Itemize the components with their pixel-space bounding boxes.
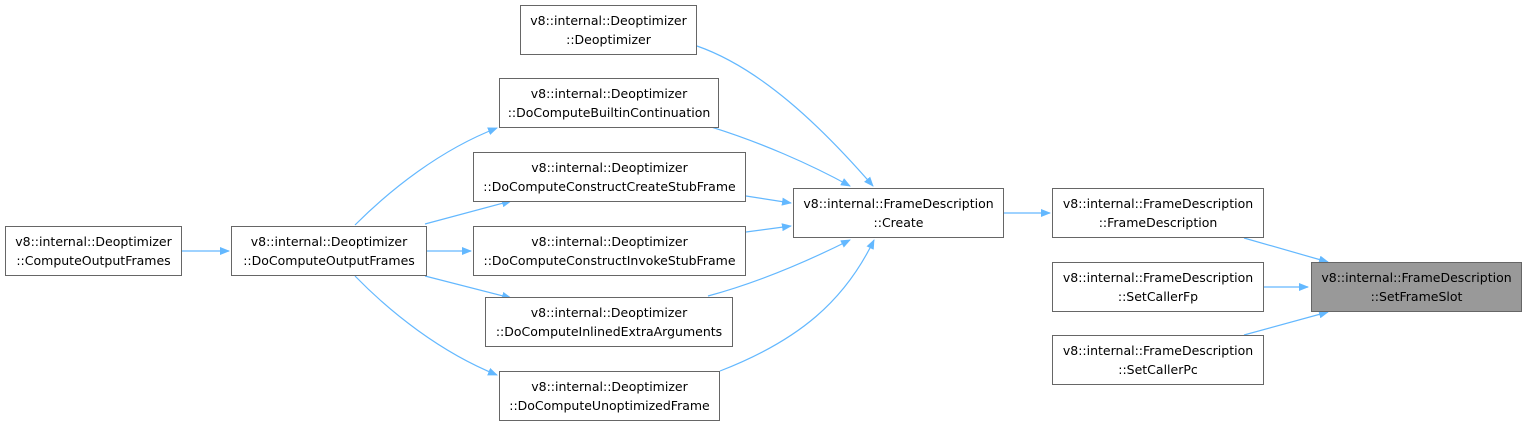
edge-invokestub-to-create xyxy=(745,223,792,233)
node-line1: v8::internal::FrameDescription xyxy=(1062,270,1254,285)
node-line2: ::SetCallerPc xyxy=(1118,362,1198,377)
node-line1: v8::internal::FrameDescription xyxy=(1321,270,1512,285)
node-line1: v8::internal::Deoptimizer xyxy=(250,234,408,249)
node-line2: ::DoComputeBuiltinContinuation xyxy=(507,105,711,120)
node-line2: ::ComputeOutputFrames xyxy=(16,253,171,268)
node-line2: ::SetCallerFp xyxy=(1117,289,1199,304)
node-line1: v8::internal::Deoptimizer xyxy=(530,305,688,320)
edge-setcallerpc-to-setframeslot xyxy=(1243,310,1329,336)
edge-docompute-to-builtin xyxy=(354,127,498,226)
node-do-compute-inlined-extra-arguments[interactable]: v8::internal::Deoptimizer ::DoComputeInl… xyxy=(485,297,733,347)
node-line2: ::DoComputeOutputFrames xyxy=(243,253,415,268)
node-set-caller-fp[interactable]: v8::internal::FrameDescription ::SetCall… xyxy=(1052,262,1264,312)
node-line1: v8::internal::Deoptimizer xyxy=(531,234,688,249)
node-line2: ::DoComputeInlinedExtraArguments xyxy=(495,324,723,339)
node-line1: v8::internal::Deoptimizer xyxy=(531,379,688,394)
node-do-compute-output-frames[interactable]: v8::internal::Deoptimizer ::DoComputeOut… xyxy=(231,226,427,276)
node-line1: v8::internal::FrameDescription xyxy=(1062,196,1254,211)
node-line1: v8::internal::Deoptimizer xyxy=(15,234,172,249)
edge-ctor-to-setframeslot xyxy=(1243,237,1329,264)
node-line2: ::Create xyxy=(873,215,924,230)
node-line1: v8::internal::Deoptimizer xyxy=(530,13,687,28)
node-do-compute-builtin-continuation[interactable]: v8::internal::Deoptimizer ::DoComputeBui… xyxy=(499,78,719,128)
node-line1: v8::internal::FrameDescription xyxy=(1062,343,1254,358)
node-line2: ::DoComputeConstructCreateStubFrame xyxy=(483,179,736,194)
node-do-compute-unoptimized-frame[interactable]: v8::internal::Deoptimizer ::DoComputeUno… xyxy=(499,371,720,421)
node-line2: ::SetFrameSlot xyxy=(1370,289,1463,304)
node-line1: v8::internal::FrameDescription xyxy=(803,196,994,211)
edge-docompute-to-inlined xyxy=(424,275,512,300)
node-frame-description-ctor[interactable]: v8::internal::FrameDescription ::FrameDe… xyxy=(1052,188,1264,238)
node-do-compute-construct-invoke-stub-frame[interactable]: v8::internal::Deoptimizer ::DoComputeCon… xyxy=(473,226,746,276)
node-deoptimizer-ctor[interactable]: v8::internal::Deoptimizer ::Deoptimizer xyxy=(520,5,697,55)
node-line2: ::DoComputeUnoptimizedFrame xyxy=(509,398,710,413)
edge-deoptimizer-to-create xyxy=(696,45,874,187)
edge-inlined-to-create xyxy=(707,239,851,297)
edge-unoptimized-to-create xyxy=(719,239,875,372)
node-line2: ::DoComputeConstructInvokeStubFrame xyxy=(483,253,736,268)
node-frame-description-create[interactable]: v8::internal::FrameDescription ::Create xyxy=(793,188,1004,238)
edge-docompute-to-createstub xyxy=(424,199,512,225)
node-compute-output-frames[interactable]: v8::internal::Deoptimizer ::ComputeOutpu… xyxy=(5,226,182,276)
node-set-caller-pc[interactable]: v8::internal::FrameDescription ::SetCall… xyxy=(1052,335,1264,385)
node-do-compute-construct-create-stub-frame[interactable]: v8::internal::Deoptimizer ::DoComputeCon… xyxy=(473,152,746,202)
edge-docompute-to-unoptimized xyxy=(354,275,498,376)
edge-createstub-to-create xyxy=(745,195,792,206)
node-line1: v8::internal::Deoptimizer xyxy=(530,86,688,101)
edge-builtin-to-create xyxy=(707,125,851,187)
node-line2: ::FrameDescription xyxy=(1098,215,1218,230)
node-line2: ::Deoptimizer xyxy=(566,32,651,47)
node-set-frame-slot[interactable]: v8::internal::FrameDescription ::SetFram… xyxy=(1311,262,1522,312)
node-line1: v8::internal::Deoptimizer xyxy=(531,160,688,175)
